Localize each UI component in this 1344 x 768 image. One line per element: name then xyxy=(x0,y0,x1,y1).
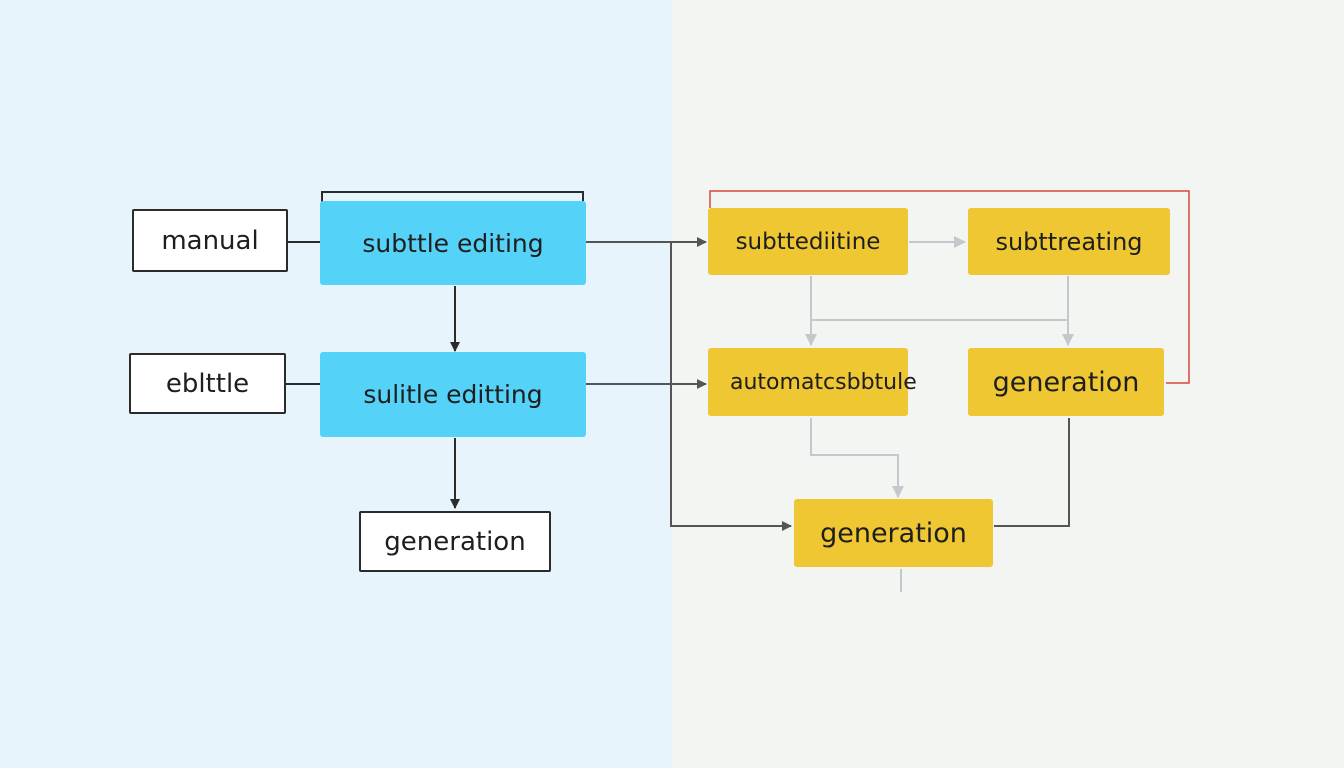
generation-return-line xyxy=(994,418,1070,527)
feedback-loop-line xyxy=(709,190,1190,384)
top-bracket xyxy=(321,191,584,203)
eblttle-node: eblttle xyxy=(129,353,286,414)
generation-node-mid: generation xyxy=(968,348,1164,416)
subttediitine-node: subttediitine xyxy=(708,208,908,275)
subttreating-node: subttreating xyxy=(968,208,1170,275)
automatic-subtitle-node: automatcsbbtule xyxy=(708,348,917,416)
generation-output-node: generation xyxy=(359,511,551,572)
bottom-route-arrow xyxy=(670,242,792,531)
generation-node-bottom: generation xyxy=(794,499,993,567)
manual-node: manual xyxy=(132,209,288,272)
subtitle-editing-node-top: subttle editing xyxy=(320,201,586,285)
subtitle-editing-node-bottom: sulitle editting xyxy=(320,352,586,437)
automatic-to-generation xyxy=(810,418,904,498)
